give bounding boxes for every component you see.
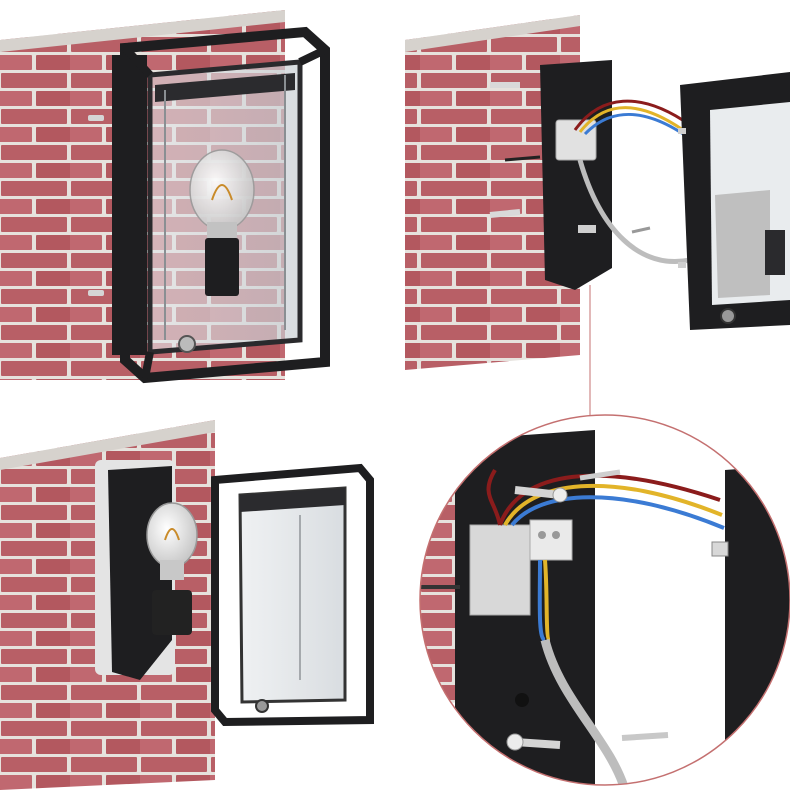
- bulb-icon: [189, 149, 255, 238]
- brick-wall: [405, 15, 580, 370]
- panel-installed-lamp: [0, 10, 330, 384]
- loose-screw-icon: [631, 226, 651, 234]
- glass-lantern-icon: [211, 463, 374, 727]
- screw-icon: [506, 469, 729, 751]
- wall-screw-icon: [88, 115, 104, 296]
- terminal-block-icon: [469, 519, 573, 616]
- mounting-plate-icon: [540, 60, 612, 290]
- panel-wiring-open: [405, 15, 790, 370]
- wall-anchor-icon: [489, 82, 541, 218]
- magnifier-callout-icon: [420, 415, 790, 785]
- wall-lantern-icon: [112, 26, 330, 384]
- wires-icon: [486, 468, 725, 785]
- wall-lantern-icon: [678, 72, 790, 330]
- bulb-icon: [146, 502, 198, 580]
- wires-icon: [573, 99, 693, 264]
- panel-mounting-plate: [0, 420, 374, 790]
- panel-detail-zoom: [419, 414, 790, 786]
